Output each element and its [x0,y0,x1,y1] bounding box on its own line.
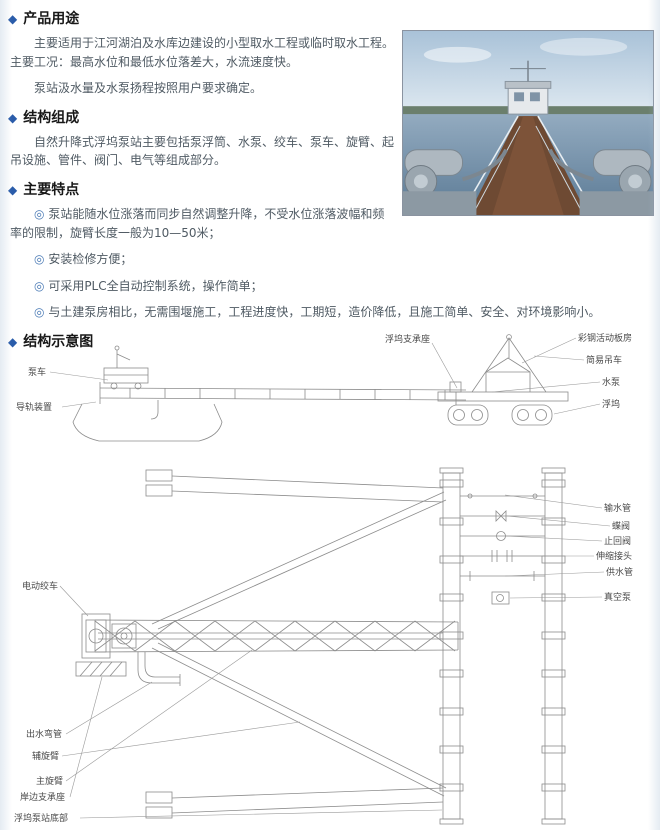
dock-pontoon-rail-left [439,467,464,825]
section-title-usage-text: 产品用途 [23,11,80,27]
feature-item: ◎ 安装检修方便； [10,250,650,269]
label-simple-crane: 简易吊车 [586,354,622,366]
boom-arm-side [99,382,467,404]
text-content: ◆ 产品用途 主要适用于江河湖泊及水库边建设的小型取水工程或临时取水工程。主要工… [0,0,660,351]
section-title-features: ◆ 主要特点 [8,179,650,199]
feature-item-text: 可采用PLC全自动控制系统，操作简单； [48,278,263,293]
label-expansion-joint: 伸缩接头 [596,550,632,562]
check-valve-symbol [496,531,506,541]
feature-item-text: 泵站能随水位涨落而同步自然调整升降，不受水位涨落波幅和频率的限制，旋臂长度一般为… [10,206,385,240]
label-shore-support: 岸边支承座 [20,791,65,803]
feature-item-text: 安装检修方便； [48,252,133,267]
feature-item: ◎ 与土建泵房相比，无需围堰施工，工程进度快，工期短，造价降低，且施工简单、安全… [10,303,650,322]
shore-support-drawing [75,661,127,677]
label-electric-winch: 电动绞车 [22,580,58,592]
ring-bullet-icon: ◎ [34,278,45,293]
walkway-planks [492,116,564,215]
ring-bullet-icon: ◎ [34,252,45,267]
side-view [72,334,569,442]
structure-diagram-drawing: 泵车 导轨装置 浮坞支承座 彩钢活动板房 简易吊车 水泵 浮坞 输水管 蝶阀 止… [14,332,633,825]
cabin-roof [504,80,552,89]
railing [535,125,584,215]
cloud [423,46,492,63]
section-title-composition-text: 结构组成 [23,109,80,126]
pump-car-drawing [103,345,149,390]
winch-equipment-right [579,149,653,215]
label-vacuum-pump: 真空泵 [604,591,631,603]
dock-pipes [460,493,545,605]
feature-item: ◎ 泵站能随水位涨落而同步自然调整升降，不受水位涨落波幅和频率的限制，旋臂长度一… [10,205,396,242]
pump-box [449,381,462,393]
pipe [548,148,595,182]
ring-bullet-icon: ◎ [34,206,45,221]
label-dock-bottom: 浮坞泵站底部 [14,812,68,824]
structure-diagram: 泵车 导轨装置 浮坞支承座 彩钢活动板房 简易吊车 水泵 浮坞 输水管 蝶阀 止… [0,330,660,830]
label-guide-rail: 导轨装置 [16,401,52,413]
outlet-bend-drawing [137,652,181,686]
cabin-window [529,92,540,102]
diagram-labels: 泵车 导轨装置 浮坞支承座 彩钢活动板房 简易吊车 水泵 浮坞 输水管 蝶阀 止… [14,332,633,824]
electric-winch-drawing [81,613,137,659]
product-photo [402,30,654,216]
cabin-window [514,92,525,102]
label-water-pump: 水泵 [602,376,620,388]
auxiliary-arms-drawing [151,491,447,797]
floating-dock-side [437,334,569,426]
vacuum-pump-symbol [491,591,510,605]
label-main-arm: 主旋臂 [36,775,63,787]
hoist-hook [150,400,159,420]
label-auxiliary-arm: 辅旋臂 [32,750,59,762]
label-butterfly-valve: 蝶阀 [612,520,630,532]
label-check-valve: 止回阀 [604,535,631,547]
cloud [539,37,628,56]
dock-pontoon-rail-right [541,467,566,825]
feature-item-text: 与土建泵房相比，无需围堰施工，工程进度快，工期短，造价降低，且施工简单、安全、对… [48,305,601,320]
label-supply-pipe: 供水管 [606,566,633,578]
section-title-composition: ◆ 结构组成 [8,107,650,127]
label-delivery-pipe: 输水管 [604,502,631,514]
usage-paragraph-1: 主要适用于江河湖泊及水库边建设的小型取水工程或临时取水工程。主要工况：最高水位和… [10,36,395,69]
label-floating-dock: 浮坞 [602,398,620,410]
cabin-house-outline [485,357,531,392]
diamond-icon: ◆ [8,334,18,349]
plan-view [75,467,566,825]
winch-equipment-left [403,149,477,215]
diamond-icon: ◆ [8,110,18,125]
control-cabin [507,85,549,115]
leader-lines [49,337,611,819]
pipe [461,148,508,182]
boom-arm-plan [94,619,459,653]
ring-bullet-icon: ◎ [34,305,45,320]
railing [472,125,521,215]
section-title-diagram: ◆ 结构示意图 [8,331,650,351]
section-title-features-text: 主要特点 [23,181,80,198]
usage-paragraph-2: 泵站汲水量及水泵扬程按照用户要求确定。 [34,81,263,96]
diamond-icon: ◆ [8,12,18,26]
label-outlet-bend: 出水弯管 [26,728,62,740]
label-pump-car: 泵车 [28,366,46,378]
section-title-diagram-text: 结构示意图 [23,333,94,350]
label-steel-house: 彩钢活动板房 [578,332,632,344]
feature-item: ◎ 可采用PLC全自动控制系统，操作简单； [10,277,650,296]
low-water-hull-outline [72,403,223,442]
pump-station-photo-art [403,31,653,215]
anchor-blocks [145,469,444,819]
label-dock-support: 浮坞支承座 [385,333,430,345]
composition-paragraph: 自然升降式浮坞泵站主要包括泵浮筒、水泵、绞车、泵车、旋臂、起吊设施、管件、阀门、… [10,134,395,168]
diamond-icon: ◆ [8,182,18,197]
butterfly-valve-symbol [495,510,507,522]
section-title-usage: ◆ 产品用途 [8,8,650,28]
